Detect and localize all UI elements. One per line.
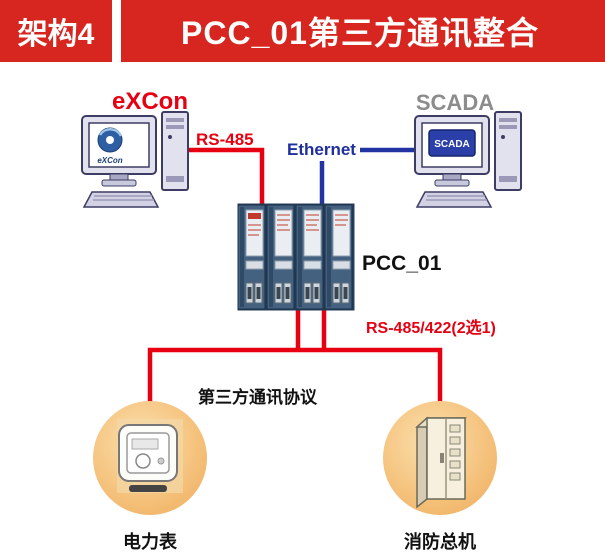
- tower-icon: [494, 111, 522, 191]
- rs485-line: [183, 147, 265, 207]
- excon-computer-icon: eXCon: [80, 110, 195, 210]
- fire-panel-label: 消防总机: [404, 532, 476, 552]
- fire-panel-icon: [415, 416, 467, 509]
- excon-label: eXCon: [111, 88, 188, 115]
- power-meter-icon: [117, 419, 183, 493]
- keyboard-icon: [82, 191, 160, 208]
- scada-label: SCADA: [415, 90, 495, 115]
- third-party-protocol-label: 第三方通讯协议: [198, 388, 317, 407]
- power-meter-label: 电力表: [123, 532, 177, 552]
- tower-icon: [161, 111, 189, 191]
- rs485-422-bus: [147, 308, 443, 404]
- rs485-label: RS-485: [196, 130, 254, 149]
- excon-screen-text: eXCon: [97, 156, 122, 165]
- keyboard-icon: [415, 191, 493, 208]
- header-badge: 架构4: [17, 18, 95, 51]
- monitor-icon: eXCon: [81, 115, 157, 187]
- pcc-device-icon: [237, 203, 355, 311]
- monitor-icon: SCADA: [414, 115, 490, 187]
- scada-computer-icon: SCADA: [413, 110, 528, 210]
- rs485-422-label: RS-485/422(2选1): [366, 320, 496, 337]
- fire-panel-node: [383, 401, 497, 515]
- power-meter-node: [93, 401, 207, 515]
- header: 架构4 PCC_01第三方通讯整合: [0, 0, 605, 62]
- header-divider: [112, 0, 121, 62]
- ethernet-label: Ethernet: [283, 139, 360, 161]
- page-title: PCC_01第三方通讯整合: [181, 15, 539, 51]
- pcc-module: [237, 204, 353, 310]
- scada-screen-text: SCADA: [434, 139, 470, 150]
- pcc-label: PCC_01: [362, 252, 442, 275]
